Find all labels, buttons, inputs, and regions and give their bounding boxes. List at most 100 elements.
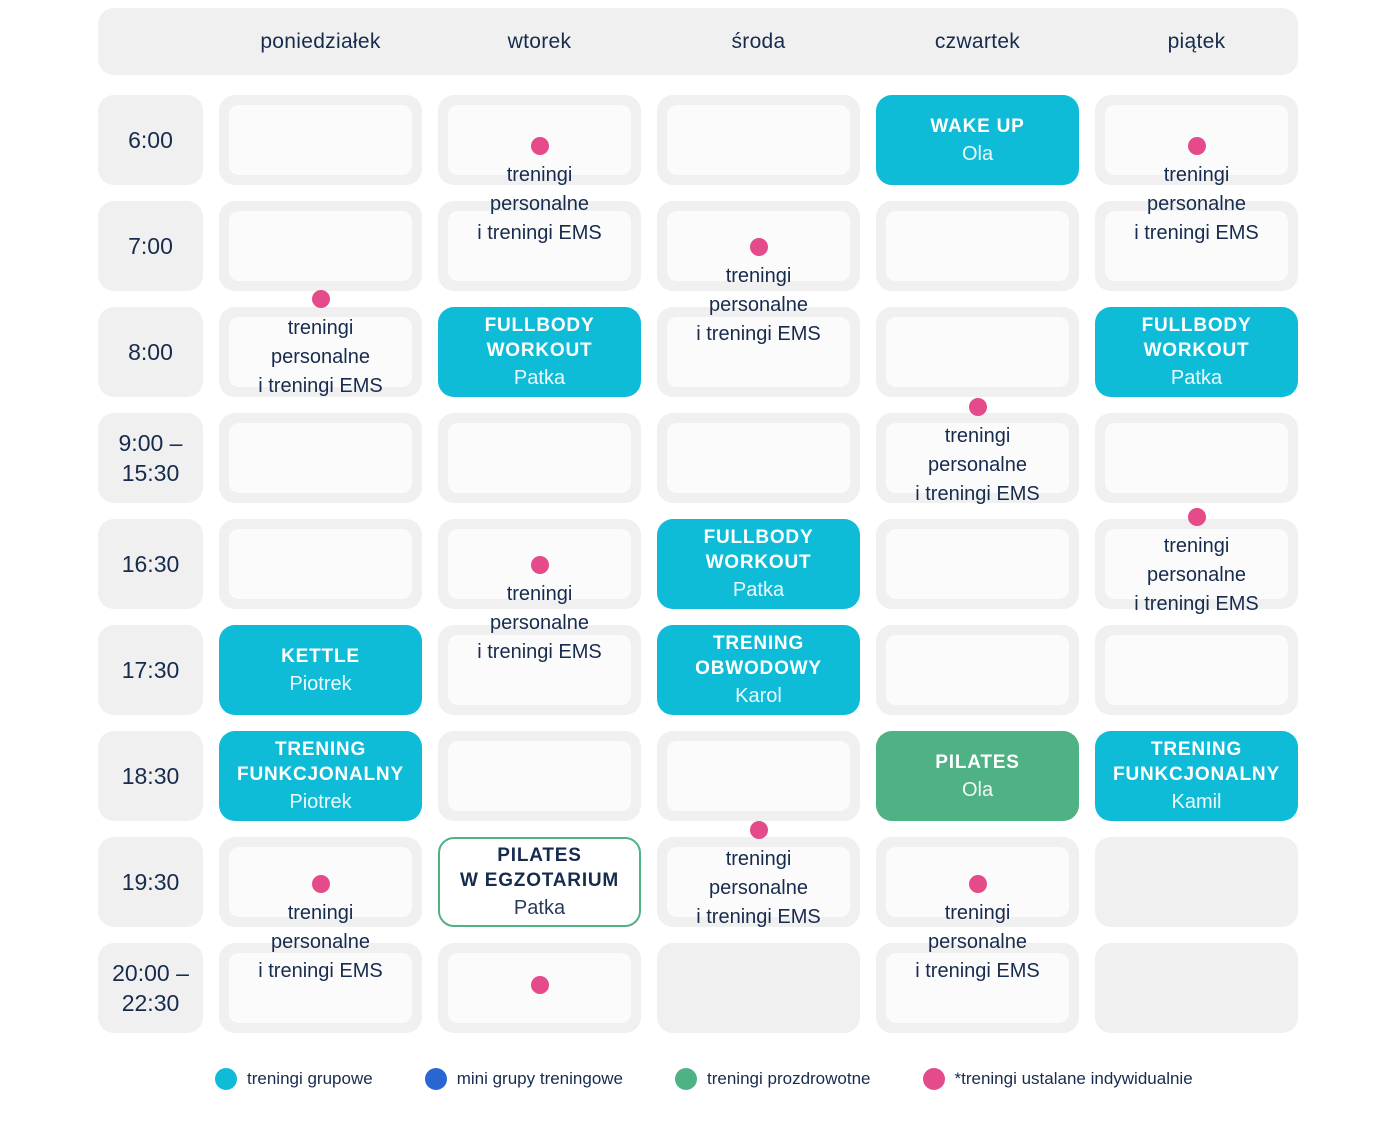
schedule-cell [1095, 519, 1298, 609]
event-trainer-name: Piotrek [289, 672, 352, 695]
legend-label: *treningi ustalane indywidualnie [954, 1069, 1193, 1088]
event-trainer-name: Patka [1170, 367, 1223, 389]
event-card-fullbody-workout-sroda[interactable]: FULLBODY WORKOUT Patka [657, 519, 860, 609]
cell-inner [229, 423, 412, 493]
schedule-cell [876, 201, 1079, 291]
event-trainer-name: Patka [732, 579, 785, 601]
schedule-cell [438, 943, 641, 1033]
schedule-cell [1095, 943, 1298, 1033]
schedule-cell [876, 413, 1079, 503]
event-trainer-name: Ola [961, 142, 994, 165]
cell-inner [667, 847, 850, 917]
cell-inner [886, 529, 1069, 599]
schedule-cell [1095, 837, 1298, 927]
event-card-wake-up[interactable]: WAKE UP Ola [876, 95, 1079, 185]
event-trainer-name: Ola [961, 778, 994, 801]
event-card-trening-funkcjonalny-kamil[interactable]: TRENING FUNKCJONALNY Kamil [1095, 731, 1298, 821]
schedule-cell [219, 201, 422, 291]
legend-dot-green-icon [675, 1068, 698, 1090]
cell-inner [667, 211, 850, 281]
legend-item-pink: *treningi ustalane indywidualnie [922, 1068, 1193, 1090]
schedule-cell [657, 201, 860, 291]
time-slot-label: 20:00 – 22:30 [98, 943, 203, 1033]
cell-inner [448, 953, 631, 1023]
cell-inner [886, 317, 1069, 387]
schedule-cell [438, 625, 641, 715]
schedule-cell [876, 943, 1079, 1033]
schedule-cell [438, 95, 641, 185]
event-trainer-name: Karol [735, 685, 782, 707]
schedule-cell [876, 837, 1079, 927]
schedule-cell [219, 413, 422, 503]
schedule-cell [1095, 95, 1298, 185]
legend-label: treningi prozdrowotne [707, 1069, 871, 1088]
time-slot-label: 19:30 [98, 837, 203, 927]
cell-inner [448, 211, 631, 281]
cell-inner [886, 953, 1069, 1023]
schedule-cell [657, 307, 860, 397]
schedule-cell [219, 943, 422, 1033]
cell-inner [229, 953, 412, 1023]
cell-inner [667, 105, 850, 175]
time-slot-label: 9:00 – 15:30 [98, 413, 203, 503]
event-title: TRENING FUNKCJONALNY [1113, 739, 1280, 785]
event-title: FULLBODY WORKOUT [703, 527, 814, 573]
schedule-cell [657, 731, 860, 821]
cell-inner [667, 317, 850, 387]
schedule-cell [438, 731, 641, 821]
schedule-cell [657, 95, 860, 185]
schedule-cell [657, 943, 860, 1033]
legend-label: mini grupy treningowe [456, 1069, 624, 1088]
day-header-3: środa [731, 29, 786, 53]
day-header-4: czwartek [934, 29, 1021, 53]
cell-inner [667, 741, 850, 811]
event-title: FULLBODY WORKOUT [484, 315, 595, 361]
cell-inner [1105, 529, 1288, 599]
schedule-cell [219, 519, 422, 609]
time-slot-label: 16:30 [98, 519, 203, 609]
schedule-cell [219, 307, 422, 397]
event-title: TRENING FUNKCJONALNY [237, 739, 404, 785]
schedule-cell [1095, 413, 1298, 503]
schedule-cell [219, 837, 422, 927]
schedule-cell [438, 413, 641, 503]
cell-inner [229, 211, 412, 281]
event-card-kettle[interactable]: KETTLE Piotrek [219, 625, 422, 715]
schedule-cell [1095, 201, 1298, 291]
event-title: PILATES W EGZOTARIUM [459, 845, 620, 891]
legend-dot-pink-icon [922, 1068, 945, 1090]
event-card-pilates[interactable]: PILATES Ola [876, 731, 1079, 821]
cell-inner [886, 635, 1069, 705]
event-trainer-name: Kamil [1171, 791, 1222, 813]
time-slot-label: 17:30 [98, 625, 203, 715]
cell-inner [1105, 211, 1288, 281]
schedule-cell [219, 95, 422, 185]
time-slot-label: 6:00 [98, 95, 203, 185]
day-header-1: poniedziałek [260, 29, 381, 53]
cell-inner [229, 529, 412, 599]
event-trainer-name: Patka [513, 897, 566, 919]
schedule-cell [876, 307, 1079, 397]
event-trainer-name: Piotrek [289, 791, 352, 813]
cell-inner [886, 847, 1069, 917]
event-title: KETTLE [281, 645, 360, 667]
event-card-pilates-w-egzotarium[interactable]: PILATES W EGZOTARIUM Patka [438, 837, 641, 927]
cell-inner [229, 105, 412, 175]
legend-item-green: treningi prozdrowotne [675, 1068, 871, 1090]
event-title: PILATES [935, 751, 1020, 773]
event-trainer-name: Patka [513, 367, 566, 389]
time-slot-label: 8:00 [98, 307, 203, 397]
event-title: WAKE UP [930, 115, 1025, 137]
cell-inner [448, 635, 631, 705]
schedule-cell [1095, 625, 1298, 715]
schedule-cell [438, 519, 641, 609]
cell-inner [229, 317, 412, 387]
event-card-trening-funkcjonalny-piotrek[interactable]: TRENING FUNKCJONALNY Piotrek [219, 731, 422, 821]
time-slot-label: 7:00 [98, 201, 203, 291]
event-card-fullbody-workout-wtorek[interactable]: FULLBODY WORKOUT Patka [438, 307, 641, 397]
